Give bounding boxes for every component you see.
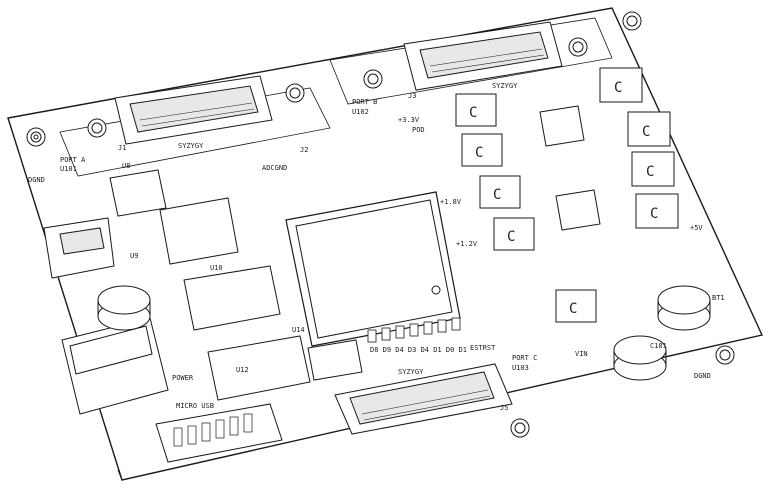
svg-text:C: C: [646, 164, 654, 180]
capacitor-right: [657, 285, 711, 331]
led-row: [367, 317, 461, 343]
rail-5-label: +5V: [690, 224, 703, 232]
dgnd-left-label: DGND: [28, 176, 45, 184]
svg-text:C: C: [493, 187, 501, 203]
connector-part-label: MICRO USB: [176, 402, 214, 410]
ic-u8: [109, 169, 167, 217]
j2-label: J2: [300, 146, 308, 154]
port-a-region: [26, 75, 331, 177]
port-a-ref: U101: [60, 165, 77, 173]
u14-label: U14: [292, 326, 305, 334]
u10-label: U10: [210, 264, 223, 272]
regulator-chips: [539, 105, 601, 231]
u12-label: U12: [236, 366, 249, 374]
svg-text:C: C: [475, 145, 483, 161]
brand-mark-c: SYZYGY: [398, 368, 424, 376]
svg-text:C: C: [642, 124, 650, 140]
svg-text:C: C: [507, 229, 515, 245]
capacitor-left: [97, 285, 151, 331]
rail-12-label: +1.2V: [456, 240, 478, 248]
port-b-region: [329, 11, 642, 105]
ext-reset-label: ESTRST: [470, 344, 496, 352]
pod-label: POD: [412, 126, 425, 134]
capacitor-bottom: [613, 335, 667, 381]
port-c-ref: U103: [512, 364, 529, 372]
usb-connector: [43, 217, 115, 279]
small-ic-right: [307, 339, 363, 381]
port-b-ref: U102: [352, 108, 369, 116]
u9-label: U9: [130, 252, 138, 260]
flash-chip: [207, 335, 311, 401]
c181-label: C181: [650, 342, 667, 350]
port-c-connector: J5: [500, 404, 508, 412]
svg-text:C: C: [469, 105, 477, 121]
power-label: POWER: [172, 374, 194, 382]
inductor-column: C C C C C C C C C: [455, 67, 679, 323]
adcgnd-label: ADCGND: [262, 164, 287, 172]
brand-mark-b: SYZYGY: [492, 82, 518, 90]
rail-33-label: +3.3V: [398, 116, 420, 124]
svg-text:C: C: [569, 301, 577, 317]
port-b-connector: J3: [408, 92, 416, 100]
svg-text:C: C: [614, 80, 622, 96]
port-a-label: PORT A: [60, 156, 86, 164]
port-c-region: [334, 345, 735, 438]
power-jack: [61, 317, 169, 415]
port-c-label: PORT C: [512, 354, 537, 362]
port-a-connector: J1: [118, 144, 126, 152]
svg-text:C: C: [650, 206, 658, 222]
port-b-label: PORT B: [352, 98, 377, 106]
dgnd-right-label: DGND: [694, 372, 711, 380]
brand-mark-a: SYZYGY: [178, 142, 204, 150]
mount-hole: [33, 134, 39, 140]
ram-chip-1: [159, 197, 239, 265]
bottom-header: [155, 403, 283, 463]
pins-row-label: D8 D9 D4 D3 D4 D1 D0 D1: [370, 346, 467, 354]
u8-label: U8: [122, 162, 130, 170]
bt1-label: BT1: [712, 294, 725, 302]
ram-chip-2: [183, 265, 281, 331]
rail-18-label: +1.8V: [440, 198, 462, 206]
vin-label: VIN: [575, 350, 588, 358]
